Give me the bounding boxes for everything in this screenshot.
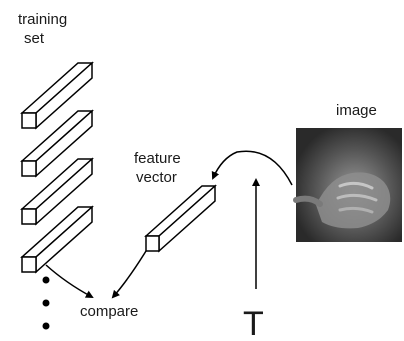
training-vector	[20, 205, 94, 274]
transform-label: T	[243, 305, 264, 341]
training-vector	[20, 157, 94, 226]
arrow-image-to-feature	[211, 150, 293, 186]
image-label: image	[336, 102, 377, 119]
feature-vector-box	[144, 184, 217, 253]
training-vector	[20, 109, 94, 178]
training-set-label-line2: set	[24, 30, 45, 47]
training-set-label-line1: training	[18, 11, 67, 28]
continuation-dot	[42, 299, 50, 307]
feature-vector-label-line1: feature	[134, 150, 181, 167]
hand-image	[293, 128, 402, 242]
continuation-dot	[42, 322, 50, 330]
continuation-dot	[42, 276, 50, 284]
arrow-feature-to-compare	[111, 250, 147, 299]
training-vector	[20, 61, 94, 130]
compare-label: compare	[80, 303, 138, 320]
feature-vector-label-line2: vector	[136, 169, 177, 186]
arrow-training-to-compare	[45, 264, 94, 298]
training-set-vectors	[20, 61, 94, 274]
